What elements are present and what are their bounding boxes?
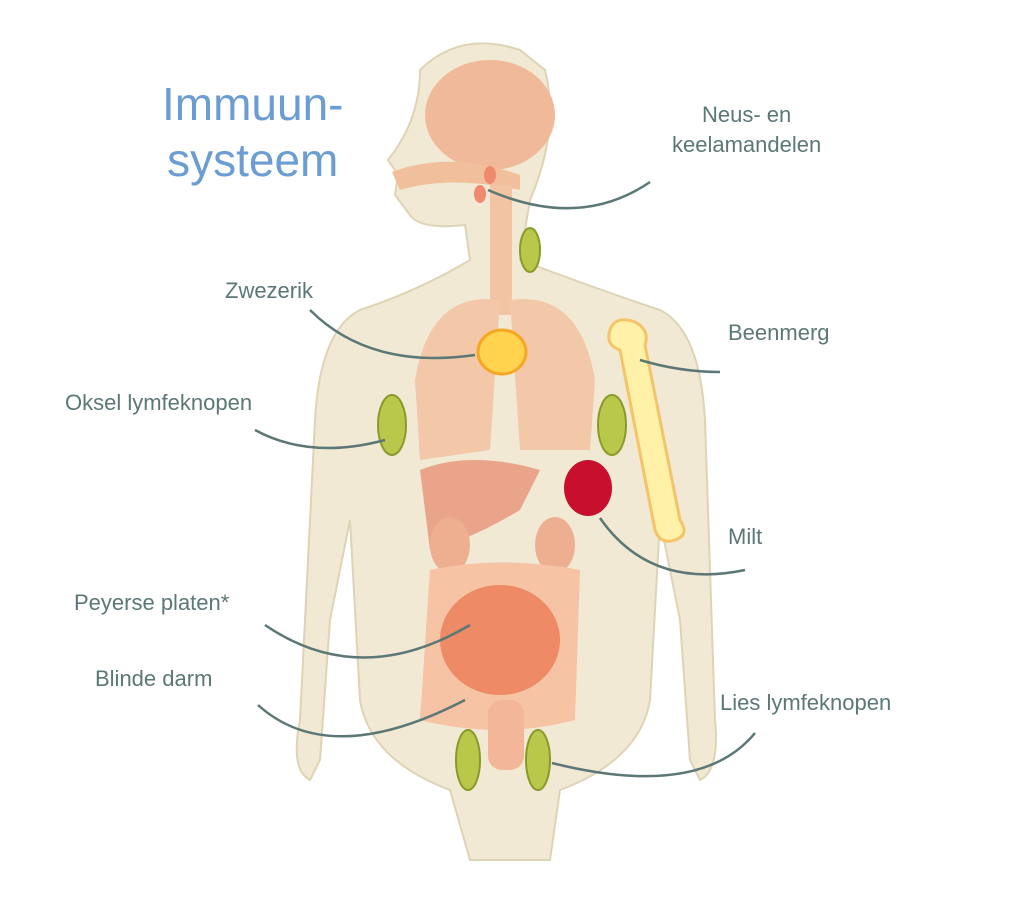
arrow-bone-marrow (639, 358, 721, 374)
label-bone-marrow: Beenmerg (728, 320, 830, 345)
tonsil (484, 166, 496, 184)
spleen (564, 460, 612, 516)
label-tonsils-line-2: keelamandelen (672, 132, 822, 157)
label-inguinal-nodes: Lies lymfeknopen (720, 690, 892, 715)
bone-marrow-bone (607, 318, 686, 543)
arrow-peyers (264, 623, 471, 659)
trachea (490, 185, 512, 315)
arrow-appendix (257, 698, 466, 738)
label-thymus: Zwezerik (225, 278, 314, 303)
small-intestine (440, 585, 560, 695)
label-axillary-nodes: Oksel lymfeknopen (65, 390, 253, 415)
thymus (476, 328, 528, 376)
title-line-1: Immuun- (162, 78, 344, 130)
label-appendix: Blinde darm (95, 666, 213, 691)
body-silhouette (295, 42, 717, 861)
kidney (535, 517, 575, 573)
title-line-2: systeem (167, 134, 339, 186)
label-tonsils-line-1: Neus- en (701, 102, 792, 127)
brain (425, 60, 555, 170)
diagram-title: Immuun- systeem (162, 76, 343, 188)
rectum (488, 700, 524, 770)
arrow-inguinal (551, 732, 756, 778)
inguinal-lymph-node-left (455, 729, 481, 791)
label-spleen: Milt (728, 524, 763, 549)
inguinal-lymph-node-right (525, 729, 551, 791)
axillary-lymph-node-right (597, 394, 627, 456)
label-tonsils: Neus- en keelamandelen (672, 100, 821, 160)
arrow-thymus (309, 309, 476, 360)
arrow-spleen (598, 517, 746, 576)
neck-lymph-node (519, 227, 541, 273)
arrow-tonsils (487, 180, 651, 210)
label-peyers-patches: Peyerse platen* (74, 590, 230, 615)
tonsil (474, 185, 486, 203)
axillary-lymph-node-left (377, 394, 407, 456)
kidney (430, 517, 470, 573)
pointer-arrows (254, 180, 756, 778)
lungs (415, 299, 595, 460)
arrow-axillary (254, 428, 386, 450)
